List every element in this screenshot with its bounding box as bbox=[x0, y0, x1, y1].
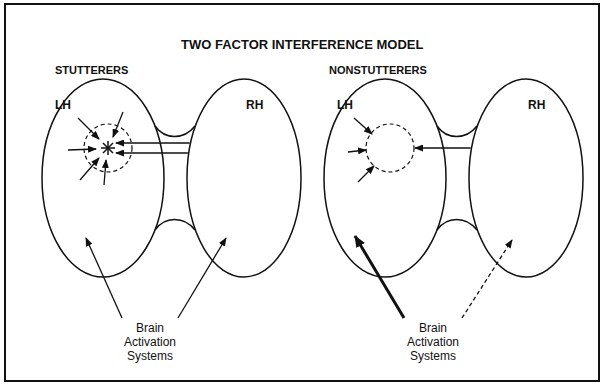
corpus-callosum bbox=[155, 126, 477, 230]
interference-focus bbox=[68, 112, 132, 185]
activation-focus bbox=[348, 118, 414, 182]
system-label: Brain Activation Systems bbox=[393, 322, 473, 363]
hemisphere-label: LH bbox=[337, 98, 353, 112]
frame bbox=[5, 4, 599, 381]
ellipse-outline bbox=[324, 79, 446, 277]
group-heading: STUTTERERS bbox=[55, 64, 128, 77]
diagram-title: TWO FACTOR INTERFERENCE MODEL bbox=[181, 37, 423, 52]
ellipse-outline bbox=[186, 78, 302, 278]
callosal-arrow bbox=[116, 152, 188, 153]
ellipse-outline bbox=[468, 78, 584, 278]
group-heading: NONSTUTTERERS bbox=[329, 64, 427, 77]
ellipse-outline bbox=[42, 79, 164, 277]
hemisphere-ellipse: RH bbox=[186, 78, 302, 278]
hemisphere-label: RH bbox=[246, 98, 263, 112]
ellipse-outline bbox=[469, 79, 583, 277]
hemisphere-ellipse: RH bbox=[468, 78, 584, 278]
hemisphere-label: LH bbox=[55, 98, 71, 112]
hemisphere-ellipse: LH bbox=[323, 78, 447, 278]
activation-arrows bbox=[86, 236, 512, 318]
system-label: Brain Activation Systems bbox=[110, 322, 190, 363]
ellipse-outline bbox=[187, 79, 301, 277]
callosal-arrow bbox=[116, 142, 190, 143]
hemisphere-label: RH bbox=[528, 98, 545, 112]
hemisphere-ellipse: LH bbox=[41, 78, 165, 278]
